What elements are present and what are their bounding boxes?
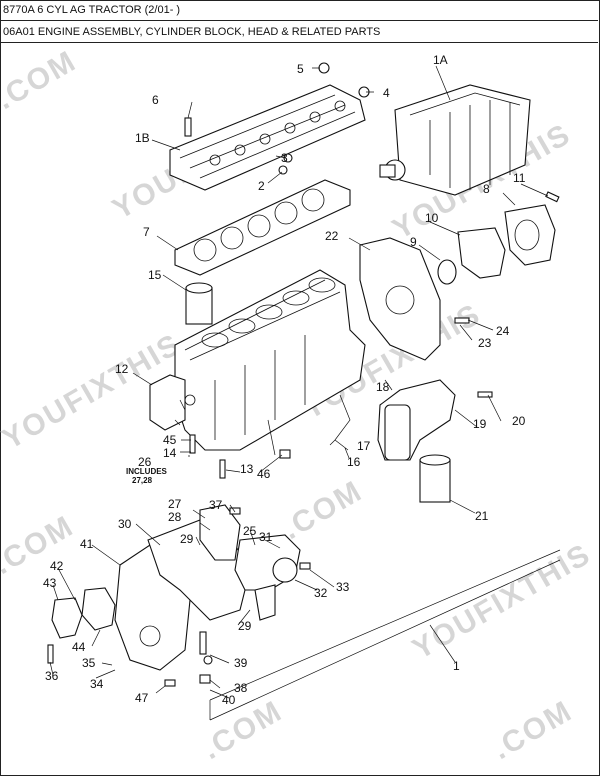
callout-3: 3: [281, 151, 288, 165]
callout-35: 35: [82, 656, 96, 670]
watermark-com: .COM: [277, 474, 368, 546]
oil-cooler-assembly: [377, 379, 456, 461]
callout-32: 32: [314, 586, 328, 600]
callout-14: 14: [163, 446, 177, 460]
callout-46: 46: [257, 467, 271, 481]
callout-11: 11: [513, 171, 526, 185]
callout-labels: 1 1A 1B 2 3 4 5 6 7 8 9 10 11 12 13 14 1…: [43, 53, 526, 707]
callout-17: 17: [357, 439, 371, 453]
callout-1: 1: [453, 659, 460, 673]
callout-37: 37: [209, 498, 223, 512]
callout-40: 40: [222, 693, 236, 707]
callout-16: 16: [347, 455, 361, 469]
callout-22: 22: [325, 229, 339, 243]
model-title: 8770A 6 CYL AG TRACTOR (2/01- ): [0, 0, 598, 21]
callout-29: 29: [238, 619, 252, 633]
callout-33: 33: [336, 580, 350, 594]
callout-36: 36: [45, 669, 59, 683]
callout-43: 43: [43, 576, 57, 590]
callout-6: 6: [152, 93, 159, 107]
callout-47: 47: [135, 691, 149, 705]
seal-housing-10: [457, 227, 506, 279]
callout-4: 4: [383, 86, 390, 100]
callout-44: 44: [72, 640, 86, 654]
includes-parts: 27,28: [132, 476, 153, 485]
callout-15: 15: [148, 268, 162, 282]
callout-19: 19: [473, 417, 487, 431]
callout-24: 24: [496, 324, 510, 338]
callout-12: 12: [115, 362, 129, 376]
callout-29: 29: [180, 532, 194, 546]
callout-1a: 1A: [433, 53, 448, 67]
flange-8: [504, 204, 556, 266]
callout-18: 18: [376, 380, 390, 394]
callout-21: 21: [475, 509, 489, 523]
callout-10: 10: [425, 211, 439, 225]
callout-2: 2: [258, 179, 265, 193]
callout-27: 27: [168, 497, 182, 511]
callout-45: 45: [163, 433, 177, 447]
callout-13: 13: [240, 462, 254, 476]
front-cover-group: [51, 504, 301, 671]
callout-5: 5: [297, 62, 304, 76]
end-plate-12: [149, 374, 186, 431]
head-gasket-7: [174, 179, 351, 276]
leader-line: [429, 624, 456, 663]
rear-plate-22: [359, 237, 441, 361]
cylinder-head-1b: [169, 84, 366, 191]
callout-30: 30: [118, 517, 132, 531]
callout-20: 20: [512, 414, 526, 428]
callout-38: 38: [234, 681, 248, 695]
callout-31: 31: [259, 530, 273, 544]
leader-lines: [49, 65, 549, 699]
watermark-text: YOUFIXTHIS: [407, 537, 597, 666]
callout-23: 23: [478, 336, 492, 350]
callout-34: 34: [90, 677, 104, 691]
oil-filter-21: [419, 454, 451, 503]
callout-26: 26: [138, 455, 152, 469]
section-title: 06A01 ENGINE ASSEMBLY, CYLINDER BLOCK, H…: [0, 22, 598, 43]
callout-28: 28: [168, 510, 182, 524]
callout-7: 7: [143, 225, 150, 239]
watermark-com: .COM: [487, 694, 578, 766]
short-block-1a: [379, 84, 531, 196]
callout-25: 25: [243, 524, 257, 538]
callout-8: 8: [483, 182, 490, 196]
callout-42: 42: [50, 559, 64, 573]
callout-1b: 1B: [135, 131, 150, 145]
cylinder-liner-15: [185, 282, 213, 325]
assembly-bracket-line: [209, 549, 561, 721]
includes-note: INCLUDES: [126, 467, 168, 476]
watermark-com: .COM: [0, 44, 82, 116]
callout-39: 39: [234, 656, 248, 670]
fasteners: [47, 62, 560, 687]
watermark-com: .COM: [0, 509, 80, 581]
callout-41: 41: [80, 537, 94, 551]
parts-diagram: .COM YOUFIXTHIS YOUFIXTHIS YOUFIXTHIS YO…: [0, 44, 597, 766]
seal-9: [437, 259, 457, 285]
callout-9: 9: [410, 235, 417, 249]
